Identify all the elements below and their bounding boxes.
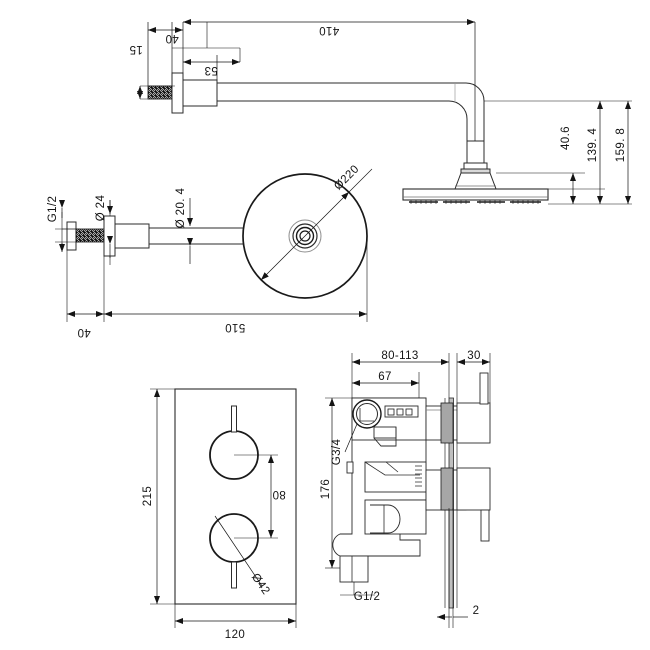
plan-collar bbox=[114, 223, 150, 249]
lead-g34 bbox=[344, 423, 358, 453]
down-tube bbox=[466, 140, 485, 164]
dim-label-height-176: 176 bbox=[320, 479, 332, 499]
dim-label-arm-410: 410 bbox=[319, 24, 339, 36]
shower-head-plate bbox=[402, 188, 549, 201]
dim-label-plan-40: 40 bbox=[77, 326, 91, 338]
head-nozzle-ticks bbox=[410, 200, 539, 204]
dim-label-plate-thk-2: 2 bbox=[473, 605, 480, 617]
dim-label-flange-40: 40 bbox=[165, 32, 179, 44]
valve-lower-chamber bbox=[364, 499, 427, 535]
valve-side-tab bbox=[373, 426, 397, 439]
dim-label-height-215: 215 bbox=[142, 486, 154, 506]
valve-chamber-diag-2 bbox=[385, 461, 399, 473]
dim-label-dia-24: Ø 24 bbox=[95, 195, 107, 222]
faceplate-lever-upper bbox=[231, 405, 237, 433]
handle-lever-lower bbox=[480, 509, 490, 542]
faceplate-lever-lower bbox=[231, 561, 237, 589]
dim-label-g12-inlet: G1/2 bbox=[47, 196, 59, 223]
plan-thread-stub bbox=[75, 228, 105, 243]
valve-side-tab-fold bbox=[373, 427, 397, 447]
swivel-ring-2 bbox=[460, 168, 491, 174]
handle-knob-upper bbox=[456, 402, 491, 444]
dim-label-inlet-g12: G1/2 bbox=[354, 591, 381, 603]
dim-label-drop-159-8: 159. 8 bbox=[615, 128, 627, 162]
dims-valve-body bbox=[325, 353, 491, 628]
dim-label-plan-510: 510 bbox=[225, 321, 245, 333]
dim-label-outlet-g34: G3/4 bbox=[331, 439, 343, 466]
head-neck-cone bbox=[454, 172, 497, 190]
dim-label-plate-30: 30 bbox=[467, 350, 481, 362]
dim-label-drop-40-6: 40.6 bbox=[560, 126, 572, 150]
valve-chamber-ticks bbox=[415, 465, 422, 487]
valve-inlet-ring-inner bbox=[356, 403, 378, 425]
dim-label-centres-80: 80 bbox=[272, 488, 286, 500]
dim-label-width-120: 120 bbox=[225, 629, 245, 641]
arm-elbow-inner bbox=[448, 100, 468, 141]
wall-flange bbox=[171, 72, 184, 114]
dim-label-depth-80-113: 80-113 bbox=[381, 350, 418, 362]
dims-faceplate bbox=[150, 388, 297, 628]
escutcheon-lower bbox=[440, 467, 454, 511]
handle-lever-upper bbox=[479, 372, 489, 405]
valve-inlet-leg bbox=[339, 555, 369, 583]
plan-wall-block bbox=[66, 221, 77, 251]
dim-d42-leader bbox=[214, 515, 263, 587]
wall-thread-stub bbox=[147, 85, 173, 100]
escutcheon-upper bbox=[440, 402, 454, 444]
dims-top-elevation bbox=[137, 19, 632, 205]
valve-lower-curve bbox=[370, 504, 401, 534]
swivel-ring-1 bbox=[463, 162, 488, 170]
valve-detail-sq-1 bbox=[387, 408, 395, 416]
dim-d220-line bbox=[260, 191, 350, 281]
view-valve-body bbox=[332, 372, 491, 609]
arm-elbow-outer bbox=[455, 82, 485, 141]
arm-collar bbox=[182, 79, 218, 107]
dim-label-dia-20-4: Ø 20. 4 bbox=[175, 188, 187, 229]
dim-d220-leader bbox=[348, 168, 373, 193]
valve-chamber-diag-1 bbox=[364, 461, 420, 476]
handle-knob-lower bbox=[456, 467, 491, 511]
dim-label-body-67: 67 bbox=[378, 371, 392, 383]
valve-inlet-notch bbox=[359, 408, 374, 422]
view-top-elevation bbox=[147, 72, 549, 204]
valve-cartridge-chamber bbox=[364, 461, 427, 493]
valve-detail-sq-3 bbox=[405, 408, 413, 416]
dim-label-thread-15: 15 bbox=[129, 43, 143, 55]
valve-left-bump bbox=[346, 461, 354, 474]
dim-label-drop-139-4: 139. 4 bbox=[587, 128, 599, 163]
valve-detail-sq-2 bbox=[396, 408, 404, 416]
dims-plan bbox=[55, 168, 373, 322]
dim-label-offset-53: 53 bbox=[204, 64, 218, 76]
